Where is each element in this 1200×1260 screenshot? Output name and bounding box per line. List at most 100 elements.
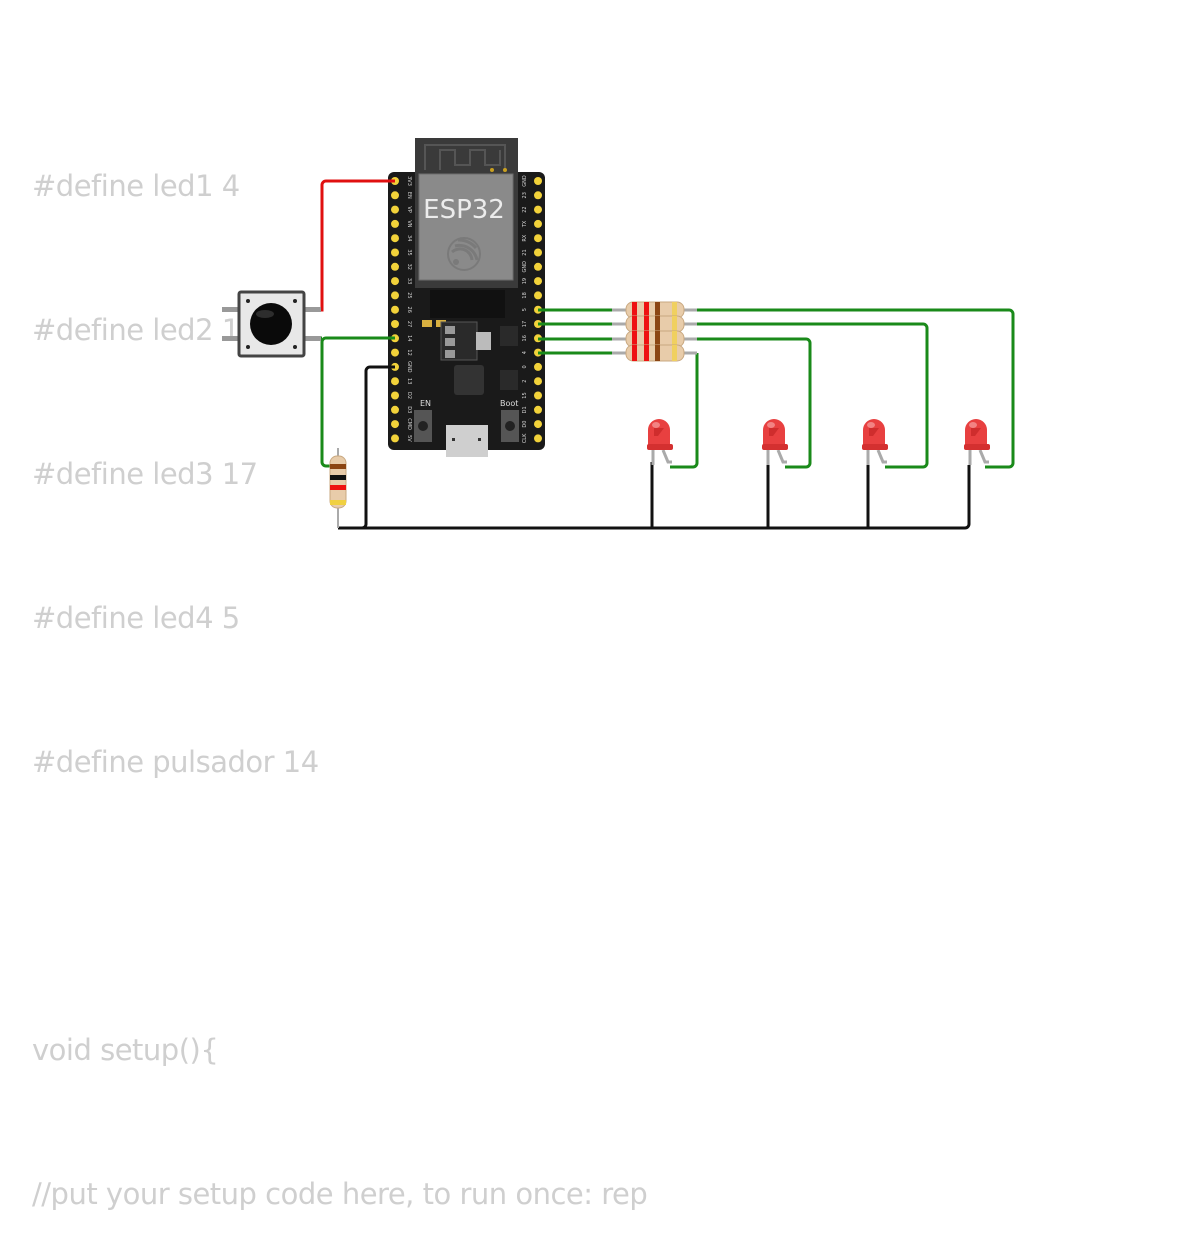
- pin-13[interactable]: [391, 377, 399, 386]
- pin-d2[interactable]: [391, 391, 399, 400]
- pushbutton[interactable]: [222, 290, 321, 358]
- wire-ground-bus[interactable]: [338, 465, 971, 530]
- boot-button[interactable]: [501, 410, 519, 442]
- usb-port: [446, 425, 488, 457]
- pin-26[interactable]: [391, 305, 399, 314]
- wire-res-to-led1[interactable]: [670, 353, 699, 469]
- resistor-band: [330, 500, 346, 505]
- resistor-band: [644, 316, 649, 332]
- pin-25[interactable]: [391, 291, 399, 300]
- button-leg: [303, 336, 321, 341]
- pin-label: 3V3: [406, 176, 412, 186]
- pin-label: 27: [406, 321, 412, 327]
- resistor-band: [644, 345, 649, 361]
- pin-23[interactable]: [534, 191, 542, 200]
- pin-35[interactable]: [391, 248, 399, 257]
- pin-22[interactable]: [534, 205, 542, 214]
- pin-rx[interactable]: [534, 234, 542, 243]
- resistor-band: [632, 316, 637, 332]
- regulator-pin: [445, 326, 455, 334]
- button-leg: [222, 307, 240, 312]
- resistor-band: [672, 302, 677, 318]
- pin-label: VN: [406, 220, 412, 227]
- pin-d3[interactable]: [391, 405, 399, 414]
- pin-label: 33: [406, 278, 412, 284]
- pin-clk[interactable]: [534, 434, 542, 443]
- pin-vp[interactable]: [391, 205, 399, 214]
- resistor-band: [330, 464, 346, 469]
- pin-label: D1: [522, 406, 528, 413]
- button-cap[interactable]: [250, 303, 292, 345]
- pin-12[interactable]: [391, 348, 399, 357]
- pin-5v[interactable]: [391, 434, 399, 443]
- pin-label: GND: [522, 261, 528, 273]
- resistor-band: [632, 345, 637, 361]
- resistor-band: [330, 485, 346, 490]
- pin-27[interactable]: [391, 320, 399, 328]
- pin-label: 12: [406, 349, 412, 355]
- code-line: #define pulsador 14: [32, 745, 319, 779]
- smd-component: [422, 320, 432, 327]
- pin-label: CLK: [522, 433, 528, 443]
- resistor-band: [672, 316, 677, 332]
- pin-label: 13: [406, 378, 412, 384]
- pin-label: 5V: [406, 435, 412, 442]
- pin-19[interactable]: [534, 277, 542, 286]
- en-button[interactable]: [414, 410, 432, 442]
- button-leg: [222, 336, 240, 341]
- pin-21[interactable]: [534, 248, 542, 257]
- pin-label: CMD: [406, 418, 412, 430]
- pin-label: 18: [522, 292, 528, 298]
- pin-cmd[interactable]: [391, 420, 399, 429]
- led-4[interactable]: [964, 419, 990, 465]
- led-group: [647, 419, 990, 465]
- smd-component: [500, 370, 518, 390]
- pin-tx[interactable]: [534, 219, 542, 228]
- code-line: #define led3 17: [32, 457, 258, 491]
- wire-res-to-led2[interactable]: [697, 337, 812, 469]
- resistor-band: [655, 345, 660, 361]
- pin-en[interactable]: [391, 191, 399, 200]
- pin-15[interactable]: [534, 391, 542, 400]
- pin-label: EN: [406, 192, 412, 199]
- pin-label: 21: [522, 249, 528, 255]
- led-1[interactable]: [647, 419, 673, 465]
- pin-d1[interactable]: [534, 405, 542, 414]
- pin-label: 14: [406, 335, 412, 341]
- wire-res-to-led3[interactable]: [697, 322, 929, 469]
- resistor-band: [655, 316, 660, 332]
- pin-18[interactable]: [534, 291, 542, 300]
- chip-pads: [430, 290, 505, 318]
- pin-33[interactable]: [391, 277, 399, 286]
- pulldown-resistor[interactable]: [329, 448, 347, 528]
- led-2[interactable]: [762, 419, 788, 465]
- pin-label: RX: [522, 234, 528, 241]
- pin-label: GND: [522, 175, 528, 187]
- regulator-pin: [445, 338, 455, 346]
- smd-component: [500, 326, 518, 346]
- pin-32[interactable]: [391, 262, 399, 271]
- led-resistor[interactable]: [612, 344, 697, 362]
- pin-label: 34: [406, 235, 412, 241]
- regulator-tab: [476, 332, 491, 350]
- code-line: [32, 882, 647, 930]
- pin-d0[interactable]: [534, 420, 542, 429]
- wire-res-to-led4[interactable]: [697, 308, 1015, 469]
- espressif-logo-icon: [447, 237, 481, 271]
- pin-label: 4: [522, 351, 528, 354]
- pin-gnd[interactable]: [534, 177, 542, 185]
- led-3[interactable]: [862, 419, 888, 465]
- pin-gnd[interactable]: [534, 262, 542, 271]
- pin-label: D2: [406, 392, 412, 399]
- wire-gnd[interactable]: [338, 365, 395, 530]
- led-resistor[interactable]: [612, 315, 697, 333]
- pin-34[interactable]: [391, 234, 399, 243]
- pin-0[interactable]: [534, 362, 542, 371]
- pin-vn[interactable]: [391, 219, 399, 228]
- wire-3v3-to-button[interactable]: [305, 179, 395, 312]
- usb-chip: [454, 365, 484, 395]
- wire-gpio14-to-button[interactable]: [320, 336, 395, 470]
- pin-2[interactable]: [534, 377, 542, 386]
